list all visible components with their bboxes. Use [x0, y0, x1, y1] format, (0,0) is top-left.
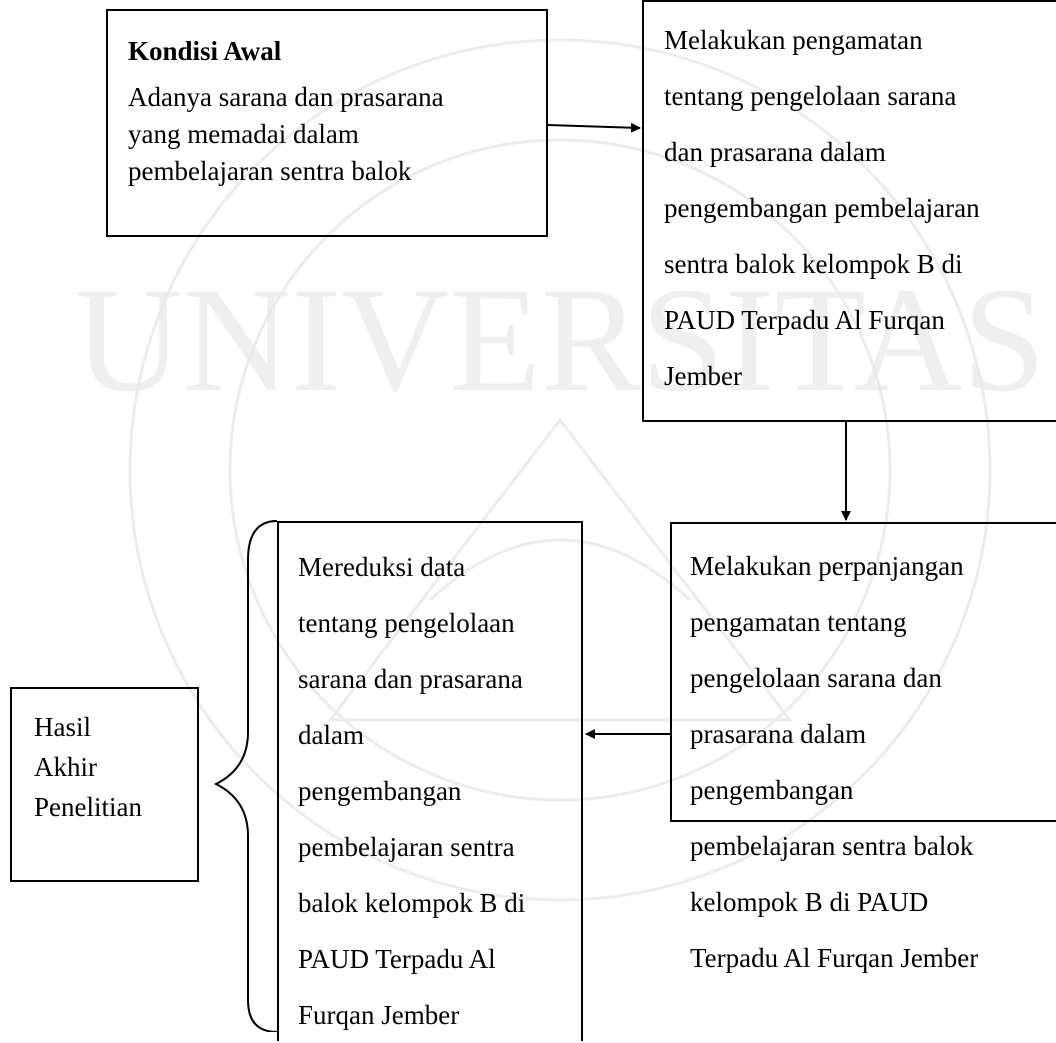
data-reduction-line: Furqan Jember [298, 1000, 460, 1030]
data-reduction-line: Mereduksi data [298, 552, 466, 582]
final-result-line: Akhir [34, 752, 97, 782]
observation-line: sentra balok kelompok B di [664, 249, 963, 279]
data-reduction-line: pengembangan [298, 776, 462, 806]
initial-condition-box: Kondisi Awal Adanya sarana dan prasarana… [106, 9, 548, 237]
extended-observation-box: Melakukan perpanjangan pengamatan tentan… [670, 522, 1056, 973]
final-result-line: Hasil [34, 712, 91, 742]
extended-observation-line: pengamatan tentang [690, 607, 907, 637]
observation-line: dan prasarana dalam [664, 137, 886, 167]
data-reduction-box: Mereduksi data tentang pengelolaan saran… [277, 521, 583, 1041]
observation-line: pengembangan pembelajaran [664, 193, 980, 223]
final-result-box: Hasil Akhir Penelitian [10, 687, 199, 882]
observation-line: Jember [664, 361, 742, 391]
initial-condition-title: Kondisi Awal [128, 36, 282, 66]
data-reduction-line: PAUD Terpadu Al [298, 944, 496, 974]
observation-line: PAUD Terpadu Al Furqan [664, 305, 945, 335]
initial-condition-line: yang memadai dalam [128, 119, 359, 149]
extended-observation-line: kelompok B di PAUD [690, 887, 929, 917]
final-result-line: Penelitian [34, 792, 142, 822]
observation-line: Melakukan pengamatan [664, 25, 923, 55]
data-reduction-line: sarana dan prasarana [298, 664, 523, 694]
extended-observation-line: Melakukan perpanjangan [690, 551, 964, 581]
arrow-initial-to-observation [547, 122, 641, 133]
extended-observation-line: Terpadu Al Furqan Jember [690, 943, 979, 973]
extended-observation-line: pengembangan [690, 775, 854, 805]
data-reduction-line: dalam [298, 720, 364, 750]
data-reduction-line: tentang pengelolaan [298, 608, 515, 638]
extended-observation-line: pembelajaran sentra balok [690, 831, 974, 861]
initial-condition-line: pembelajaran sentra balok [128, 156, 412, 186]
initial-condition-line: Adanya sarana dan prasarana [128, 82, 444, 112]
data-reduction-line: pembelajaran sentra [298, 832, 515, 862]
curly-brace [213, 520, 278, 1032]
observation-line: tentang pengelolaan sarana [664, 81, 957, 111]
extended-observation-line: prasarana dalam [690, 719, 867, 749]
data-reduction-line: balok kelompok B di [298, 888, 526, 918]
observation-box: Melakukan pengamatan tentang pengelolaan… [642, 0, 1056, 422]
extended-observation-line: pengelolaan sarana dan [690, 663, 942, 693]
